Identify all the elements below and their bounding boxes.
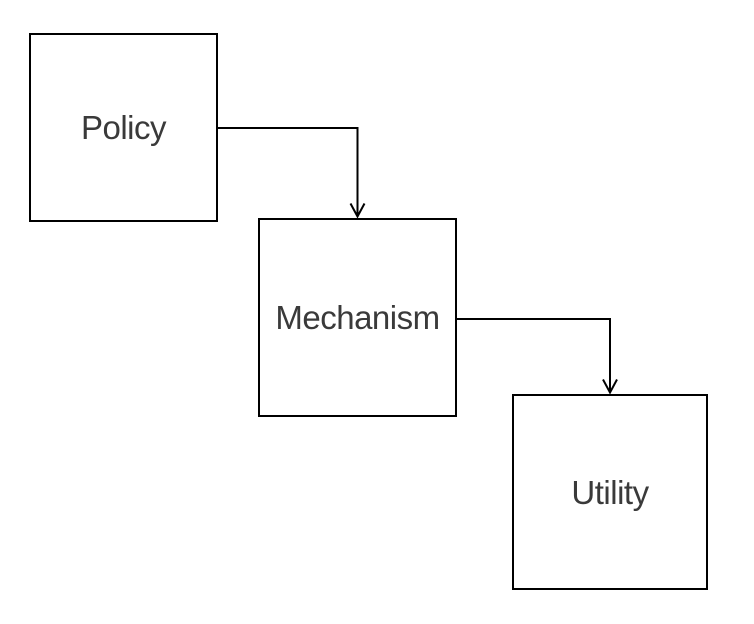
arrow-mechanism-to-utility-line bbox=[457, 318, 611, 391]
node-utility-label: Utility bbox=[571, 473, 649, 511]
node-utility: Utility bbox=[512, 394, 708, 590]
node-policy: Policy bbox=[29, 33, 218, 222]
arrow-mechanism-to-utility bbox=[457, 318, 618, 395]
node-policy-label: Policy bbox=[80, 109, 167, 146]
arrow-policy-to-mechanism-line bbox=[218, 127, 359, 215]
node-mechanism-label: Mechanism bbox=[275, 299, 440, 336]
arrow-policy-to-mechanism bbox=[218, 127, 366, 219]
arrowhead-icon bbox=[349, 203, 366, 219]
arrowhead-icon bbox=[602, 379, 618, 395]
node-mechanism: Mechanism bbox=[258, 218, 457, 417]
